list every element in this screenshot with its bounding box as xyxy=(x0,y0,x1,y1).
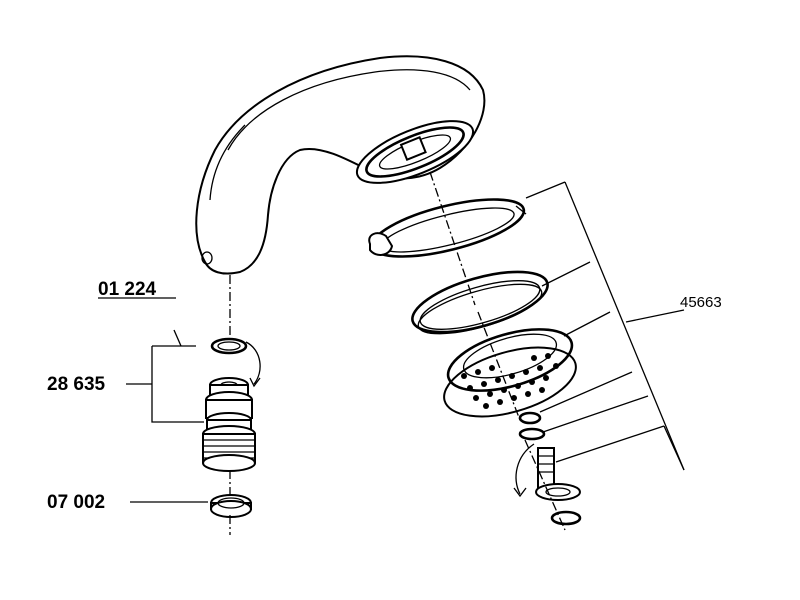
label-07002: 07 002 xyxy=(47,492,105,513)
right-leaders xyxy=(525,181,685,471)
label-28635: 28 635 xyxy=(47,374,106,395)
right-centerline xyxy=(429,171,566,531)
small-seals xyxy=(518,411,546,441)
oring-arrow xyxy=(245,341,261,385)
label-01224: 01 224 xyxy=(98,279,157,300)
oring-01224 xyxy=(210,337,248,355)
spindle-arrowhead xyxy=(513,487,527,498)
washer-07002 xyxy=(210,494,252,518)
intermediate-ring xyxy=(411,270,549,335)
spray-disc xyxy=(443,328,577,418)
left-leaders xyxy=(98,297,208,503)
bayonet-ring xyxy=(368,198,527,258)
oring-arrowhead xyxy=(249,377,261,388)
spray-nozzles xyxy=(461,353,559,409)
adapter-28635 xyxy=(202,377,256,472)
spindle-arrow xyxy=(515,443,535,495)
shower-handle xyxy=(195,55,486,275)
label-45663: 45663 xyxy=(680,294,722,311)
bottom-oring xyxy=(550,510,582,526)
